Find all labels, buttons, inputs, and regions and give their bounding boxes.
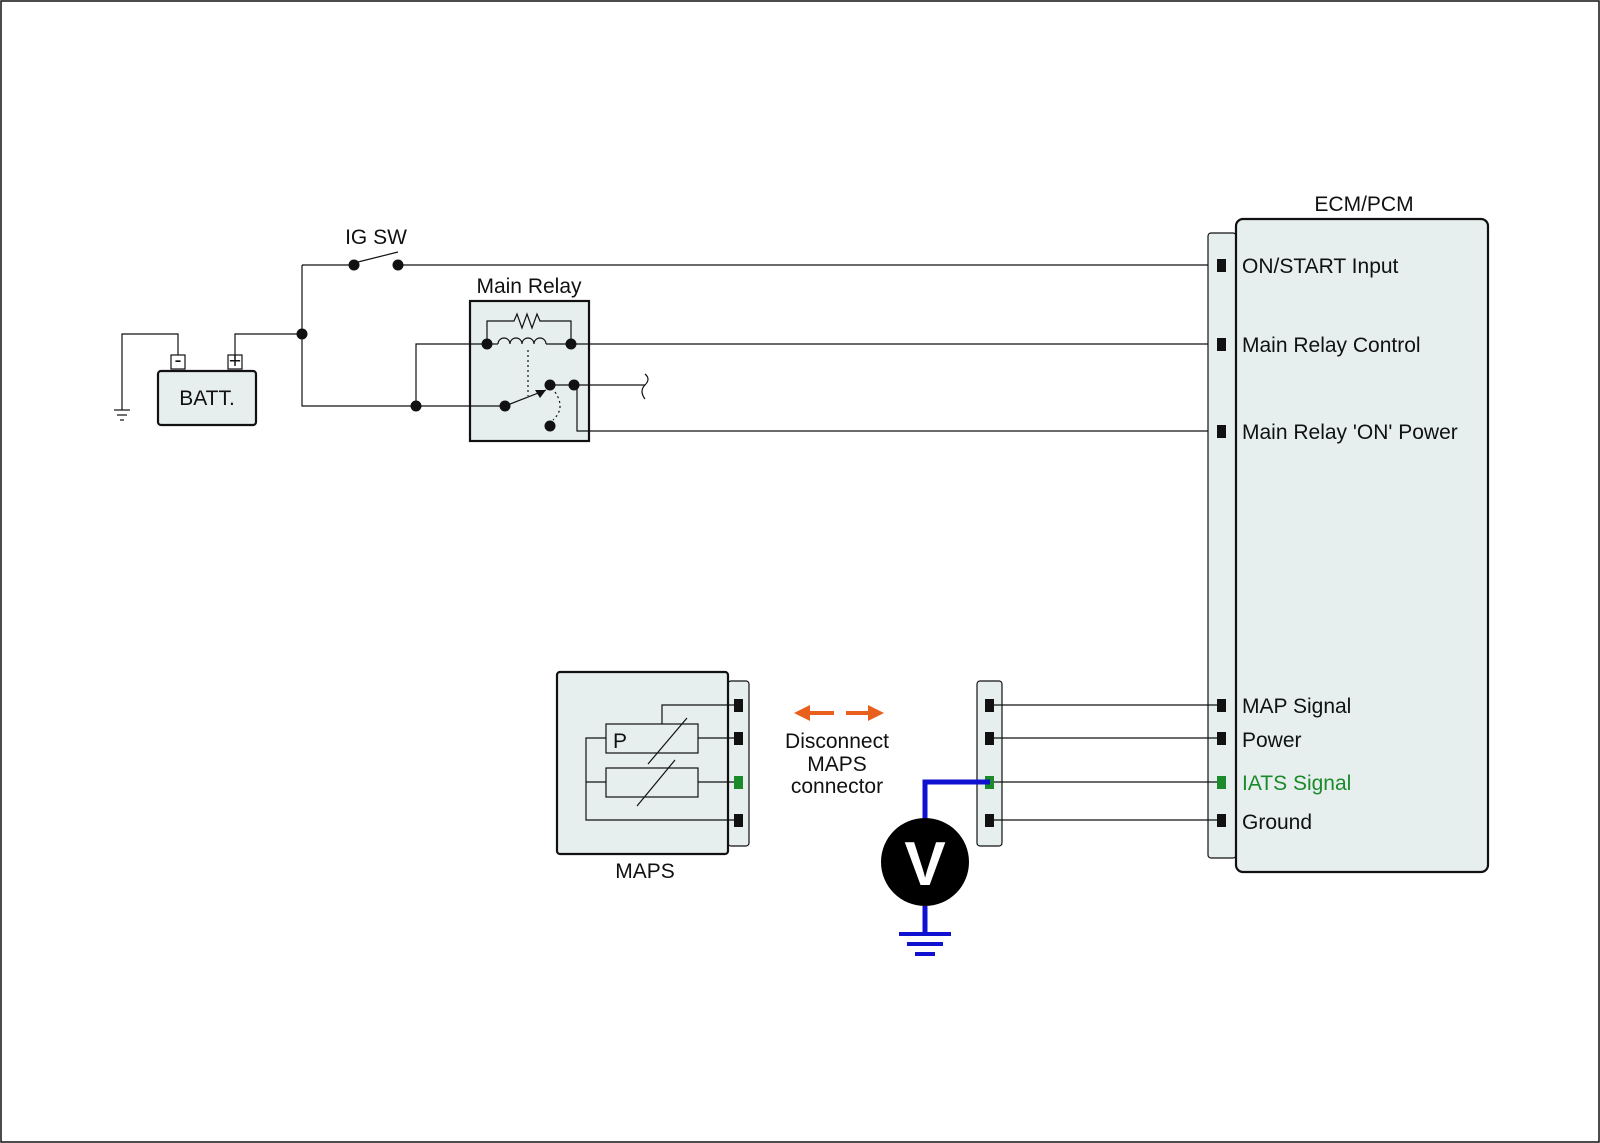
ecm-label: ECM/PCM: [1314, 193, 1413, 216]
ecm-pin-ground: [1217, 814, 1226, 827]
voltmeter-icon: V: [881, 818, 969, 906]
relay-coil-feed-wire: [415, 343, 487, 406]
main-relay-on-power-wire: [574, 384, 1222, 432]
sensor-p-label: P: [613, 730, 627, 753]
harness-pin: [985, 732, 994, 745]
ecm-pin-label: Power: [1242, 729, 1302, 752]
probe-wire: [922, 779, 990, 820]
ecm-pin-label: ON/START Input: [1242, 255, 1399, 278]
relay-output-wire: [574, 373, 649, 400]
ecm-pin-main-relay-power: [1217, 425, 1226, 438]
ecm-pin-power: [1217, 732, 1226, 745]
ecm-pin-on-start: [1217, 259, 1226, 272]
ecm-pin-iats-signal: [1217, 776, 1226, 789]
battery-label: BATT.: [179, 387, 235, 410]
disconnect-label-line3: connector: [791, 775, 883, 798]
battery-positive-wire: [234, 333, 302, 355]
ecm-connector: [1207, 232, 1237, 859]
ecm-pin-label-highlight: IATS Signal: [1242, 772, 1351, 795]
disconnect-label-line2: MAPS: [807, 753, 867, 776]
harness-pin: [985, 814, 994, 827]
battery-minus-label: -: [175, 349, 182, 372]
ecm-pin-label: MAP Signal: [1242, 695, 1351, 718]
battery: - + BATT.: [156, 349, 258, 427]
ignition-switch: [302, 251, 1222, 271]
harness-pin: [985, 699, 994, 712]
maps-label: MAPS: [615, 860, 675, 883]
ecm-pin-map-signal: [1217, 699, 1226, 712]
voltmeter-label: V: [904, 830, 945, 899]
maps-sensor: [555, 670, 750, 856]
ecm-pin-label: Main Relay Control: [1242, 334, 1421, 357]
ecm-module: [1234, 217, 1490, 874]
main-relay: [468, 299, 591, 443]
harness-connector: [976, 680, 1003, 847]
battery-feed-wire: [301, 265, 416, 407]
probe-ground-icon: [899, 906, 951, 956]
battery-plus-label: +: [229, 350, 241, 373]
ground-icon: [114, 333, 179, 421]
ig-sw-label: IG SW: [345, 226, 407, 249]
ecm-pin-label: Main Relay 'ON' Power: [1242, 421, 1458, 444]
main-relay-label: Main Relay: [476, 275, 582, 298]
disconnect-arrows-icon: [794, 705, 884, 721]
ecm-pin-label: Ground: [1242, 811, 1312, 834]
ecm-pin-main-relay-control: [1217, 338, 1226, 351]
disconnect-label-line1: Disconnect: [785, 730, 889, 753]
